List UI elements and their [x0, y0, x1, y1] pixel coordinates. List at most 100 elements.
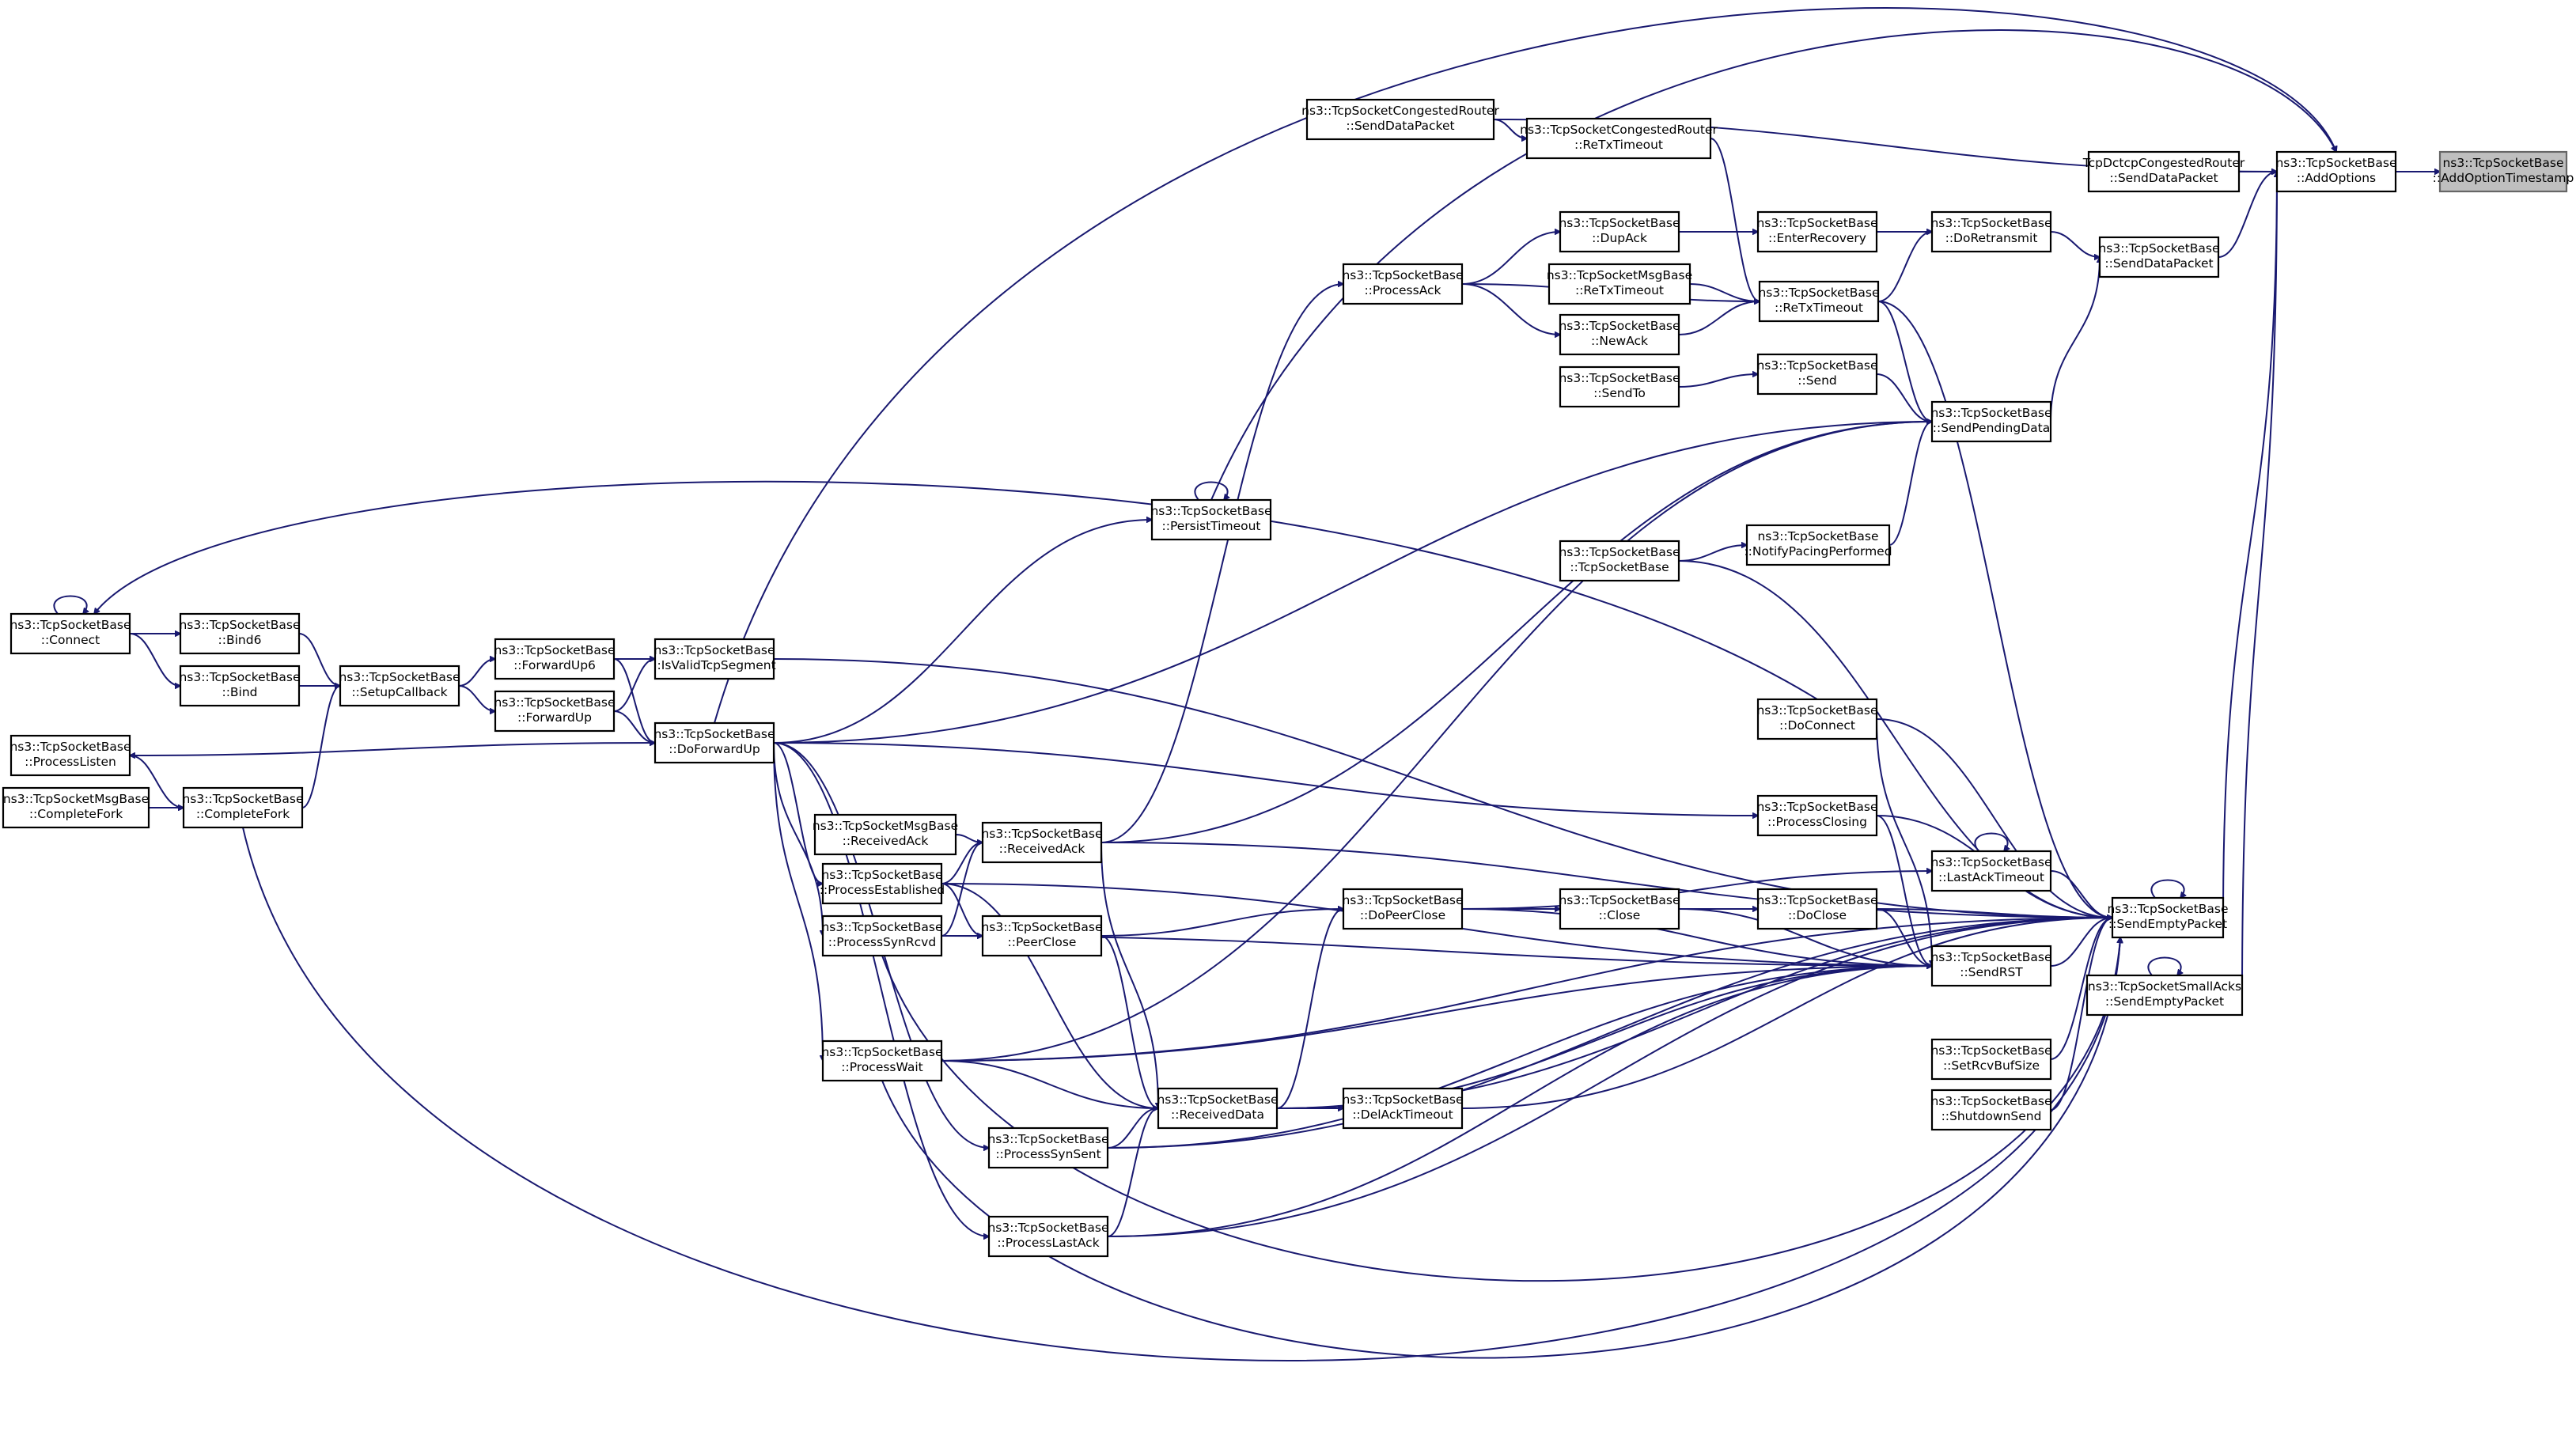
node-smallacks[interactable]: ns3::TcpSocketSmallAcks::SendEmptyPacket [2085, 974, 2244, 1017]
node-psynrcvd[interactable]: ns3::TcpSocketBase::ProcessSynRcvd [821, 914, 943, 957]
node-box [1930, 850, 2052, 892]
node-tgt[interactable]: ns3::TcpSocketBase::AddOptionTimestamp [2433, 150, 2574, 193]
node-box [1547, 263, 1691, 305]
node-procack[interactable]: ns3::TcpSocketBase::ProcessAck [1342, 263, 1464, 305]
node-ptimeout[interactable]: ns3::TcpSocketBase::PersistTimeout [1150, 498, 1272, 541]
edge-plisten-to-cfork [129, 755, 184, 808]
node-ctor[interactable]: ns3::TcpSocketBase::TcpSocketBase [1559, 540, 1680, 582]
node-label-line2: ::ProcessAck [1364, 283, 1441, 297]
node-enterrec[interactable]: ns3::TcpSocketBase::EnterRecovery [1756, 210, 1878, 253]
node-label-line1: ns3::TcpSocketBase [987, 1132, 1108, 1146]
node-label-line2: ::ReTxTimeout [1775, 301, 1863, 315]
node-sendrst[interactable]: ns3::TcpSocketBase::SendRST [1930, 945, 2052, 987]
node-box [1930, 945, 2052, 987]
node-box [1758, 280, 1880, 323]
node-dupack[interactable]: ns3::TcpSocketBase::DupAck [1559, 210, 1680, 253]
node-connect[interactable]: ns3::TcpSocketBase::Connect [9, 612, 131, 655]
node-box [1559, 365, 1680, 408]
node-lastack[interactable]: ns3::TcpSocketBase::LastAckTimeout [1930, 850, 2052, 892]
nodes-layer: ns3::TcpSocketBase::AddOptionTimestampns… [2, 98, 2574, 1258]
node-newack[interactable]: ns3::TcpSocketBase::NewAck [1559, 313, 1680, 356]
node-recvack[interactable]: ns3::TcpSocketBase::ReceivedAck [981, 821, 1103, 864]
edge-dofwd-to-spd [773, 422, 1932, 744]
edge-sendto-to-send [1678, 374, 1758, 388]
node-notify[interactable]: ns3::TcpSocketBase::NotifyPacingPerforme… [1744, 524, 1892, 566]
node-label-line2: ::DoRetransmit [1945, 231, 2038, 245]
edge-dofwd-to-pwait [773, 742, 823, 1061]
node-msgrecvack[interactable]: ns3::TcpSocketMsgBase::ReceivedAck [813, 813, 958, 856]
node-addopt[interactable]: ns3::TcpSocketBase::AddOptions [2275, 150, 2397, 193]
node-label-line1: ns3::TcpSocketBase [1930, 950, 2051, 964]
node-shutdown[interactable]: ns3::TcpSocketBase::ShutdownSend [1930, 1089, 2052, 1131]
node-send[interactable]: ns3::TcpSocketBase::Send [1756, 353, 1878, 396]
node-label-line2: ::ReTxTimeout [1574, 138, 1663, 152]
node-cgsdp[interactable]: ns3::TcpSocketCongestedRouter::SendDataP… [1301, 98, 1499, 141]
node-doretx[interactable]: ns3::TcpSocketBase::DoRetransmit [1930, 210, 2052, 253]
node-doconnect[interactable]: ns3::TcpSocketBase::DoConnect [1756, 698, 1878, 740]
node-bind6[interactable]: ns3::TcpSocketBase::Bind6 [179, 612, 301, 655]
node-label-line1: ns3::TcpSocketBase [981, 920, 1102, 934]
node-rcvbuf[interactable]: ns3::TcpSocketBase::SetRcvBufSize [1930, 1038, 2052, 1081]
edge-plastack-to-sep [1107, 918, 2112, 1237]
node-bind[interactable]: ns3::TcpSocketBase::Bind [179, 665, 301, 707]
node-isvalid[interactable]: ns3::TcpSocketBase::IsValidTcpSegment [653, 638, 776, 680]
node-setupcb[interactable]: ns3::TcpSocketBase::SetupCallback [339, 665, 460, 707]
node-label-line2: ::EnterRecovery [1768, 231, 1866, 245]
node-label-line2: ::IsValidTcpSegment [653, 658, 775, 672]
node-dofwd[interactable]: ns3::TcpSocketBase::DoForwardUp [653, 721, 775, 764]
node-label-line2: ::Send [1798, 373, 1836, 388]
node-box [1930, 400, 2052, 443]
node-fwdup6[interactable]: ns3::TcpSocketBase::ForwardUp6 [494, 638, 616, 680]
node-doclose[interactable]: ns3::TcpSocketBase::DoClose [1756, 888, 1878, 930]
node-label-line2: ::Connect [41, 633, 100, 647]
node-sendto[interactable]: ns3::TcpSocketBase::SendTo [1559, 365, 1680, 408]
node-pclosing[interactable]: ns3::TcpSocketBase::ProcessClosing [1756, 794, 1878, 837]
node-label-line2: ::LastAckTimeout [1938, 870, 2044, 884]
edge-bind6-to-setupcb [298, 633, 340, 686]
edge-dopeerclose-to-lastack [1461, 871, 1932, 910]
node-label-line1: ns3::TcpSocketMsgBase [813, 819, 958, 833]
edge-recvack-to-recvdata [1100, 842, 1158, 1108]
edge-dofwd-to-addopt [714, 6, 2336, 724]
node-label-line1: ns3::TcpSocketBase [1930, 1094, 2051, 1108]
node-label-line1: ns3::TcpSocketBase [821, 1045, 942, 1059]
node-sdp[interactable]: ns3::TcpSocketBase::SendDataPacket [2098, 236, 2220, 278]
node-dctcp[interactable]: TcpDctcpCongestedRouter::SendDataPacket [2082, 150, 2245, 193]
edge-rtx-to-sep [1877, 301, 2112, 918]
edge-psynsent-to-sep [1107, 918, 2112, 1149]
node-dopeerclose[interactable]: ns3::TcpSocketBase::DoPeerClose [1342, 888, 1464, 930]
node-close[interactable]: ns3::TcpSocketBase::Close [1559, 888, 1680, 930]
edge-dofwd-to-ptimeout [773, 520, 1152, 744]
node-label-line1: ns3::TcpSocketBase [494, 695, 615, 710]
node-fwdup[interactable]: ns3::TcpSocketBase::ForwardUp [494, 690, 616, 733]
node-pestab[interactable]: ns3::TcpSocketBase::ProcessEstablished [820, 862, 945, 905]
node-box [987, 1215, 1109, 1258]
node-label-line1: ns3::TcpSocketBase [1758, 286, 1879, 300]
node-sep[interactable]: ns3::TcpSocketBase::SendEmptyPacket [2107, 896, 2229, 939]
node-psynsent[interactable]: ns3::TcpSocketBase::ProcessSynSent [987, 1126, 1109, 1169]
node-cfork[interactable]: ns3::TcpSocketBase::CompleteFork [182, 786, 304, 829]
node-plastack[interactable]: ns3::TcpSocketBase::ProcessLastAck [987, 1215, 1109, 1258]
node-label-line1: ns3::TcpSocketBase [1930, 216, 2051, 230]
node-recvdata[interactable]: ns3::TcpSocketBase::ReceivedData [1157, 1087, 1279, 1130]
node-spd[interactable]: ns3::TcpSocketBase::SendPendingData [1930, 400, 2052, 443]
node-msgcfork[interactable]: ns3::TcpSocketMsgBase::CompleteFork [2, 786, 150, 829]
node-label-line2: ::SendRST [1960, 965, 2023, 979]
node-pwait[interactable]: ns3::TcpSocketBase::ProcessWait [821, 1039, 943, 1082]
edge-fwdup6-to-dofwd [613, 658, 655, 743]
node-plisten[interactable]: ns3::TcpSocketBase::ProcessListen [9, 734, 131, 777]
node-box [821, 914, 943, 957]
node-label-line1: ns3::TcpSocketBase [1756, 893, 1877, 907]
node-peerclose[interactable]: ns3::TcpSocketBase::PeerClose [981, 914, 1103, 957]
node-label-line1: TcpDctcpCongestedRouter [2082, 156, 2245, 170]
node-label-line2: ::AddOptionTimestamp [2433, 171, 2574, 185]
node-label-line2: ::ReTxTimeout [1575, 283, 1664, 297]
node-box [1756, 698, 1878, 740]
node-box [1756, 353, 1878, 396]
node-box [821, 1039, 943, 1082]
node-rtx[interactable]: ns3::TcpSocketBase::ReTxTimeout [1758, 280, 1880, 323]
node-cgrtx[interactable]: ns3::TcpSocketCongestedRouter::ReTxTimeo… [1520, 117, 1718, 160]
node-msgrtx[interactable]: ns3::TcpSocketMsgBase::ReTxTimeout [1547, 263, 1692, 305]
node-delack[interactable]: ns3::TcpSocketBase::DelAckTimeout [1342, 1087, 1464, 1130]
node-label-line1: ns3::TcpSocketBase [981, 827, 1102, 841]
